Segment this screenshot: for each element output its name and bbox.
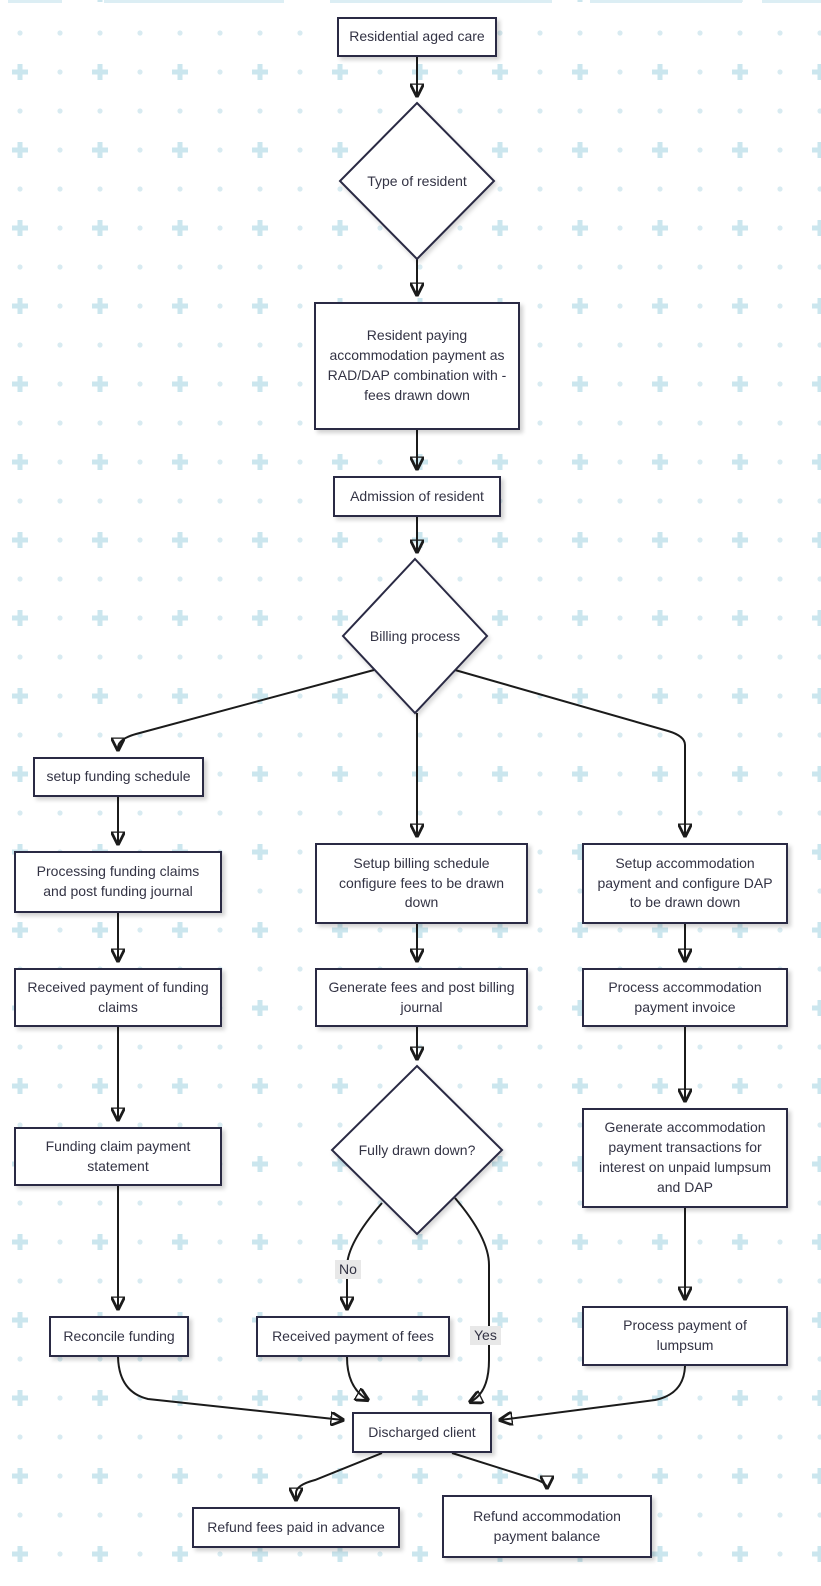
node-funding-claim-statement: Funding claim payment statement [14,1127,222,1186]
node-label: Setup billing schedule configure fees to… [339,854,504,911]
node-label: Refund fees paid in advance [207,1518,385,1535]
node-process-payment-lumpsum: Process payment of lumpsum [582,1306,788,1366]
node-label: Process payment of lumpsum [623,1317,747,1353]
node-label: Received payment of fees [272,1327,434,1344]
node-received-payment-funding: Received payment of funding claims [14,968,222,1027]
node-label: Reconcile funding [63,1327,175,1344]
node-label: Discharged client [368,1423,476,1440]
node-billing-process-label: Billing process [369,628,461,644]
node-reconcile-funding: Reconcile funding [49,1316,189,1357]
node-label: Processing funding claims and post fundi… [36,863,200,899]
node-setup-funding-schedule: setup funding schedule [33,757,204,797]
top-strip [104,0,284,3]
edge-reconcile-to-discharged [117,1356,343,1420]
top-strip [762,0,821,3]
node-label: Generate accommodation payment transacti… [599,1119,771,1195]
node-label: Process accommodation payment invoice [608,978,762,1015]
edge-discharged-to-refund-accommodation [451,1452,547,1488]
diamond-billing-process [341,557,489,715]
node-refund-accommodation: Refund accommodation payment balance [442,1495,652,1558]
node-discharged-client: Discharged client [352,1412,492,1453]
edge-decision-yes [454,1197,490,1402]
node-resident-paying: Resident paying accommodation payment as… [314,302,520,430]
node-processing-funding-claims: Processing funding claims and post fundi… [14,851,222,913]
edge-decision-no [347,1202,383,1309]
node-label: Residential aged care [349,28,485,45]
node-label: Funding claim payment statement [45,1137,191,1174]
top-strip [590,0,742,3]
node-label: setup funding schedule [46,768,191,785]
node-residential-aged-care: Residential aged care [337,17,497,57]
top-strip [8,0,62,3]
edge-lumpsum-to-discharged [500,1365,686,1420]
diamond-fully-drawn-down [330,1064,504,1236]
node-refund-fees: Refund fees paid in advance [192,1507,400,1548]
node-label: Received payment of funding claims [27,978,209,1015]
node-label: Generate fees and post billing journal [328,978,515,1015]
node-process-accommodation-invoice: Process accommodation payment invoice [582,968,788,1027]
node-type-of-resident-label: Type of resident [367,173,467,189]
node-admission-of-resident: Admission of resident [333,476,501,517]
diamond-type-of-resident [338,101,496,261]
node-received-payment-fees: Received payment of fees [256,1316,450,1357]
node-label: Admission of resident [350,487,484,504]
node-generate-fees: Generate fees and post billing journal [315,968,528,1027]
edge-discharged-to-refund-fees [296,1452,383,1500]
top-strip [330,0,552,3]
node-fully-drawn-down-label: Fully drawn down? [358,1142,476,1158]
edge-label-no: No [335,1260,361,1279]
node-setup-billing-schedule: Setup billing schedule configure fees to… [315,843,528,924]
node-label: Resident paying accommodation payment as… [327,327,507,403]
node-setup-accommodation: Setup accommodation payment and configur… [582,843,788,924]
node-generate-accommodation-transactions: Generate accommodation payment transacti… [582,1108,788,1208]
node-label: Refund accommodation payment balance [473,1507,621,1544]
node-label: Setup accommodation payment and configur… [597,854,773,911]
edge-billing-to-funding [118,669,375,750]
edge-billing-to-accommodation [454,669,685,836]
edge-fees-to-discharged [346,1356,368,1400]
edge-label-yes: Yes [470,1326,501,1345]
